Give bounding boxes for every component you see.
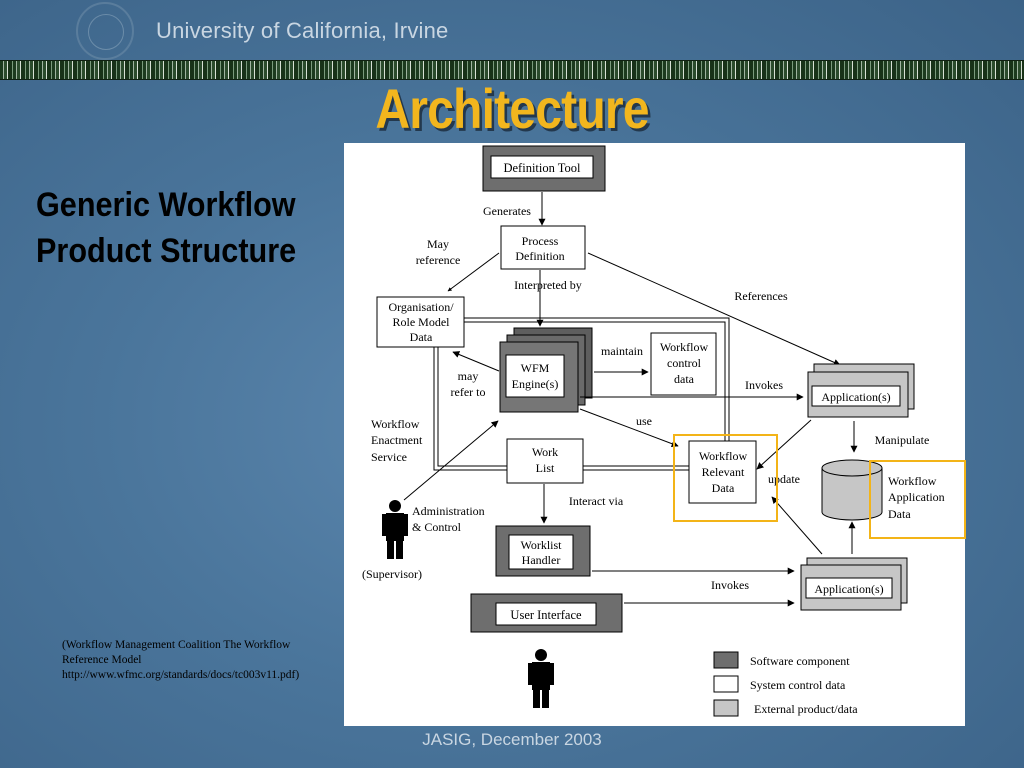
org-role-line-2: Role Model (393, 315, 451, 329)
process-definition-box (500, 225, 586, 270)
enactment-service-line-1: Workflow (371, 417, 420, 431)
process-definition-line-2: Definition (515, 249, 564, 263)
slide-subtitle: Generic Workflow Product Structure (36, 182, 296, 274)
org-role-line-3: Data (410, 330, 433, 344)
enactment-service-line-2: Enactment (371, 433, 423, 447)
work-list-line-2: List (536, 461, 555, 475)
worklist-handler-line-2: Handler (522, 553, 561, 567)
definition-tool-label: Definition Tool (503, 161, 581, 175)
subtitle-line-2: Product Structure (36, 232, 297, 270)
architecture-diagram: Definition Tool Generates Process Defini… (344, 143, 965, 726)
slide-title: Architecture (375, 77, 649, 140)
workflow-relevant-data-box (688, 440, 757, 504)
wfm-engine-line-1: WFM (521, 361, 550, 375)
workflow-control-data-box (650, 332, 717, 396)
work-list-line-1: Work (532, 445, 558, 459)
wrd-line-3: Data (712, 481, 735, 495)
university-seal-logo (76, 2, 134, 60)
process-definition-line-1: Process (522, 234, 559, 248)
legend-external-swatch (713, 699, 739, 717)
org-role-line-1: Organisation/ (388, 300, 454, 314)
university-name: University of California, Irvine (156, 18, 449, 43)
wrd-line-1: Workflow (699, 449, 748, 463)
supervisor-label: (Supervisor) (362, 567, 422, 581)
enactment-service-line-3: Service (371, 450, 407, 464)
admin-control-line-1: Administration (412, 504, 485, 518)
application-top-label: Application(s) (821, 390, 890, 404)
legend-external-label: External product/data (754, 702, 858, 716)
highlight-workflow-application-data (869, 460, 966, 539)
footer-text: JASIG, December 2003 (422, 730, 602, 749)
may-refer-line-2: refer to (451, 385, 486, 399)
user-interface-label: User Interface (510, 608, 582, 622)
use-label: use (636, 414, 652, 428)
application-bottom-label: Application(s) (814, 582, 883, 596)
interact-via-label: Interact via (569, 494, 624, 508)
citation-line-2: Reference Model (62, 654, 142, 666)
invokes-bottom-label: Invokes (711, 578, 749, 592)
citation-line-1: (Workflow Management Coalition The Workf… (62, 639, 291, 651)
wad-line-2: Application (888, 490, 945, 504)
legend-software-label: Software component (750, 654, 850, 668)
legend-system-label: System control data (750, 678, 846, 692)
wad-line-3: Data (888, 507, 911, 521)
decorative-banner-strip (0, 60, 1024, 80)
user-person-icon (528, 649, 554, 708)
citation-line-3: http://www.wfmc.org/standards/docs/tc003… (62, 669, 300, 681)
interpreted-by-label: Interpreted by (514, 278, 582, 292)
citation: (Workflow Management Coalition The Workf… (62, 638, 299, 683)
generates-label: Generates (483, 204, 531, 218)
invokes-top-label: Invokes (745, 378, 783, 392)
may-reference-line-2: reference (416, 253, 461, 267)
may-refer-line-1: may (458, 369, 479, 383)
work-list-box (506, 438, 584, 484)
wrd-line-2: Relevant (702, 465, 745, 479)
maintain-label: maintain (601, 344, 643, 358)
legend-software-swatch (713, 651, 739, 669)
org-role-model-box (376, 296, 465, 348)
worklist-handler-line-1: Worklist (520, 538, 562, 552)
wcd-line-3: data (674, 372, 695, 386)
wfm-engine-line-2: Engine(s) (512, 377, 559, 391)
supervisor-person-icon (382, 500, 408, 559)
references-label: References (734, 289, 788, 303)
subtitle-line-1: Generic Workflow (36, 186, 296, 224)
wad-line-1: Workflow (888, 474, 937, 488)
workflow-application-data-cylinder (821, 459, 883, 521)
manipulate-label: Manipulate (875, 433, 930, 447)
may-reference-line-1: May (427, 237, 449, 251)
wcd-line-2: control (667, 356, 702, 370)
legend-system-swatch (713, 675, 739, 693)
highlight-workflow-relevant-data (673, 434, 778, 522)
admin-control-line-2: & Control (412, 520, 462, 534)
wcd-line-1: Workflow (660, 340, 709, 354)
